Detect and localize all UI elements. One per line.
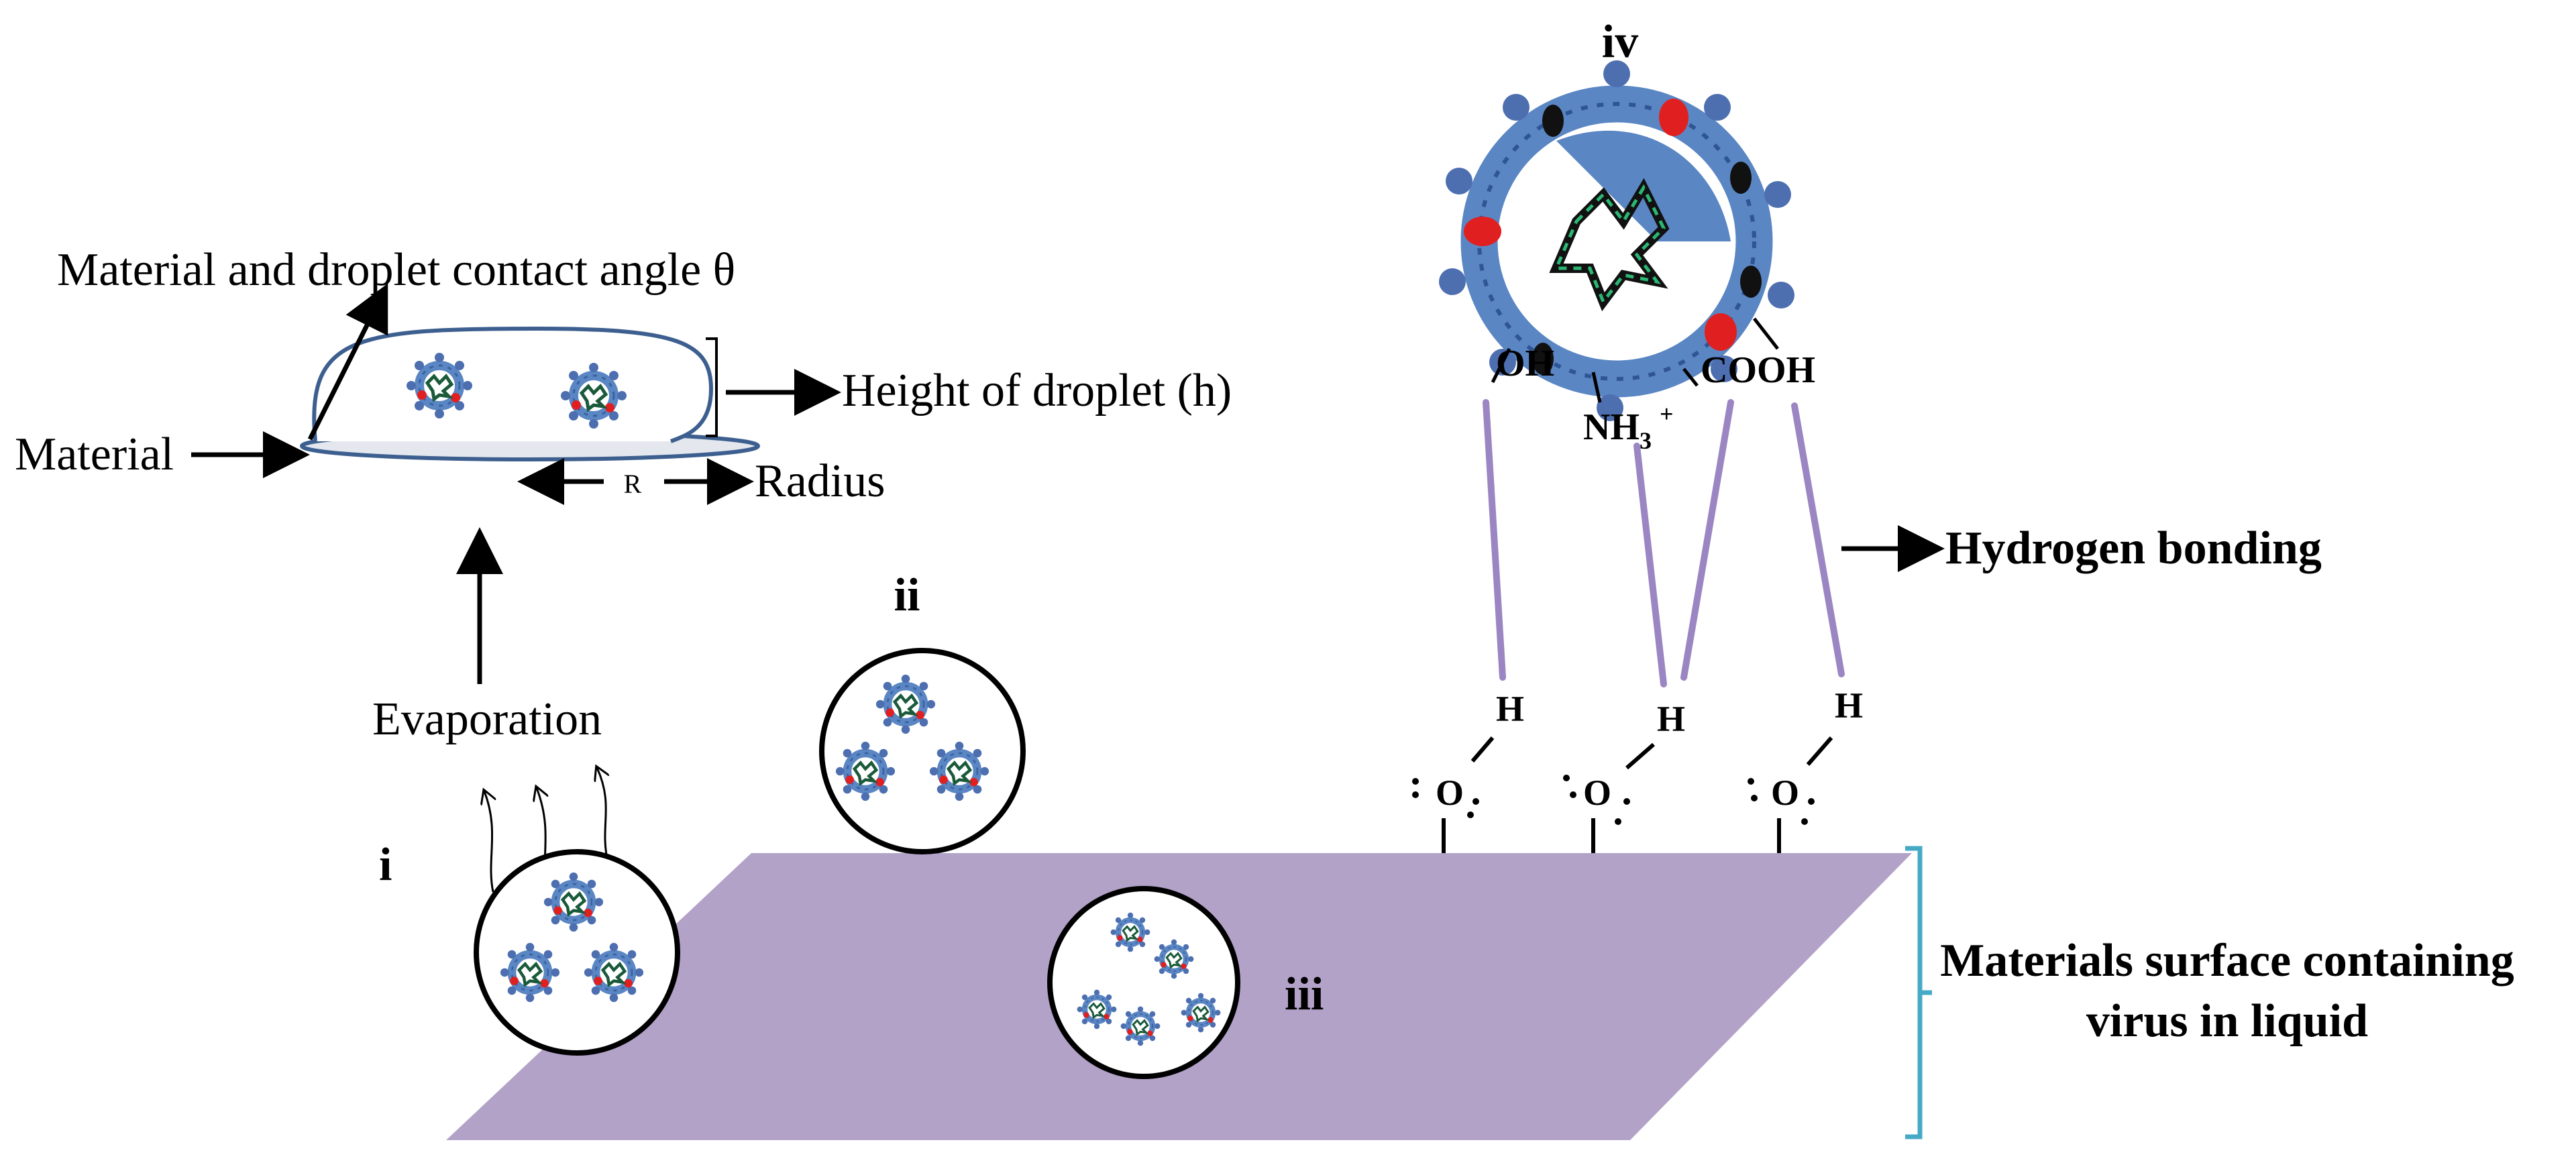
oh-label: OH: [1496, 343, 1554, 384]
radius-r-letter: R: [624, 469, 642, 499]
hydroxyl-2-o: O: [1583, 773, 1611, 813]
evaporation-wave-1: [484, 791, 493, 893]
droplet-outline: [312, 326, 714, 443]
large-virus-icon: [1439, 60, 1794, 421]
circle-i: [474, 849, 680, 1056]
surface-hydroxyl-3: H O: [1748, 685, 1863, 853]
height-bracket: [706, 337, 718, 437]
hydroxyl-1-h: H: [1496, 689, 1524, 729]
radius-label: Radius: [755, 455, 885, 507]
circle-iii: [1047, 886, 1240, 1079]
height-label: Height of droplet (h): [842, 365, 1232, 416]
hydrogen-bond-lines: [1483, 399, 1845, 687]
surface-label-line2: virus in liquid: [2086, 995, 2368, 1047]
hydrogen-bonding-label: Hydrogen bonding: [1945, 522, 2322, 574]
droplet-virus-1: [407, 353, 472, 418]
circle-ii: [819, 648, 1026, 854]
hydroxyl-2-h: H: [1657, 699, 1685, 739]
contact-angle-label: Material and droplet contact angle θ: [57, 244, 735, 296]
contact-angle-arrow: [307, 283, 388, 441]
nh3-sub: 3: [1640, 427, 1652, 454]
hydroxyl-3-h: H: [1835, 685, 1863, 726]
hydroxyl-1-o: O: [1436, 773, 1464, 813]
evaporation-label: Evaporation: [372, 693, 602, 745]
surface-hydroxyl-2: H O: [1563, 699, 1685, 853]
stage-ii-label: ii: [894, 569, 920, 621]
stage-iii-label: iii: [1285, 968, 1324, 1020]
cooh-label: COOH: [1701, 349, 1815, 391]
surface-hydroxyl-1: H O: [1412, 689, 1524, 853]
droplet-virus-2: [561, 363, 627, 429]
material-label: Material: [15, 429, 174, 480]
nh3-main: NH: [1583, 406, 1640, 448]
evaporation-wave-3: [597, 768, 607, 859]
stage-i-label: i: [379, 839, 392, 891]
surface-bracket: [1905, 846, 1932, 1139]
nh3-label: NH3 +: [1583, 400, 1674, 454]
surface-label-line1: Materials surface containing: [1940, 935, 2514, 987]
hydroxyl-3-o: O: [1771, 773, 1799, 813]
nh3-sup: +: [1660, 400, 1674, 427]
stage-iv-label: iv: [1602, 16, 1638, 68]
droplet-illustration: [300, 326, 760, 461]
